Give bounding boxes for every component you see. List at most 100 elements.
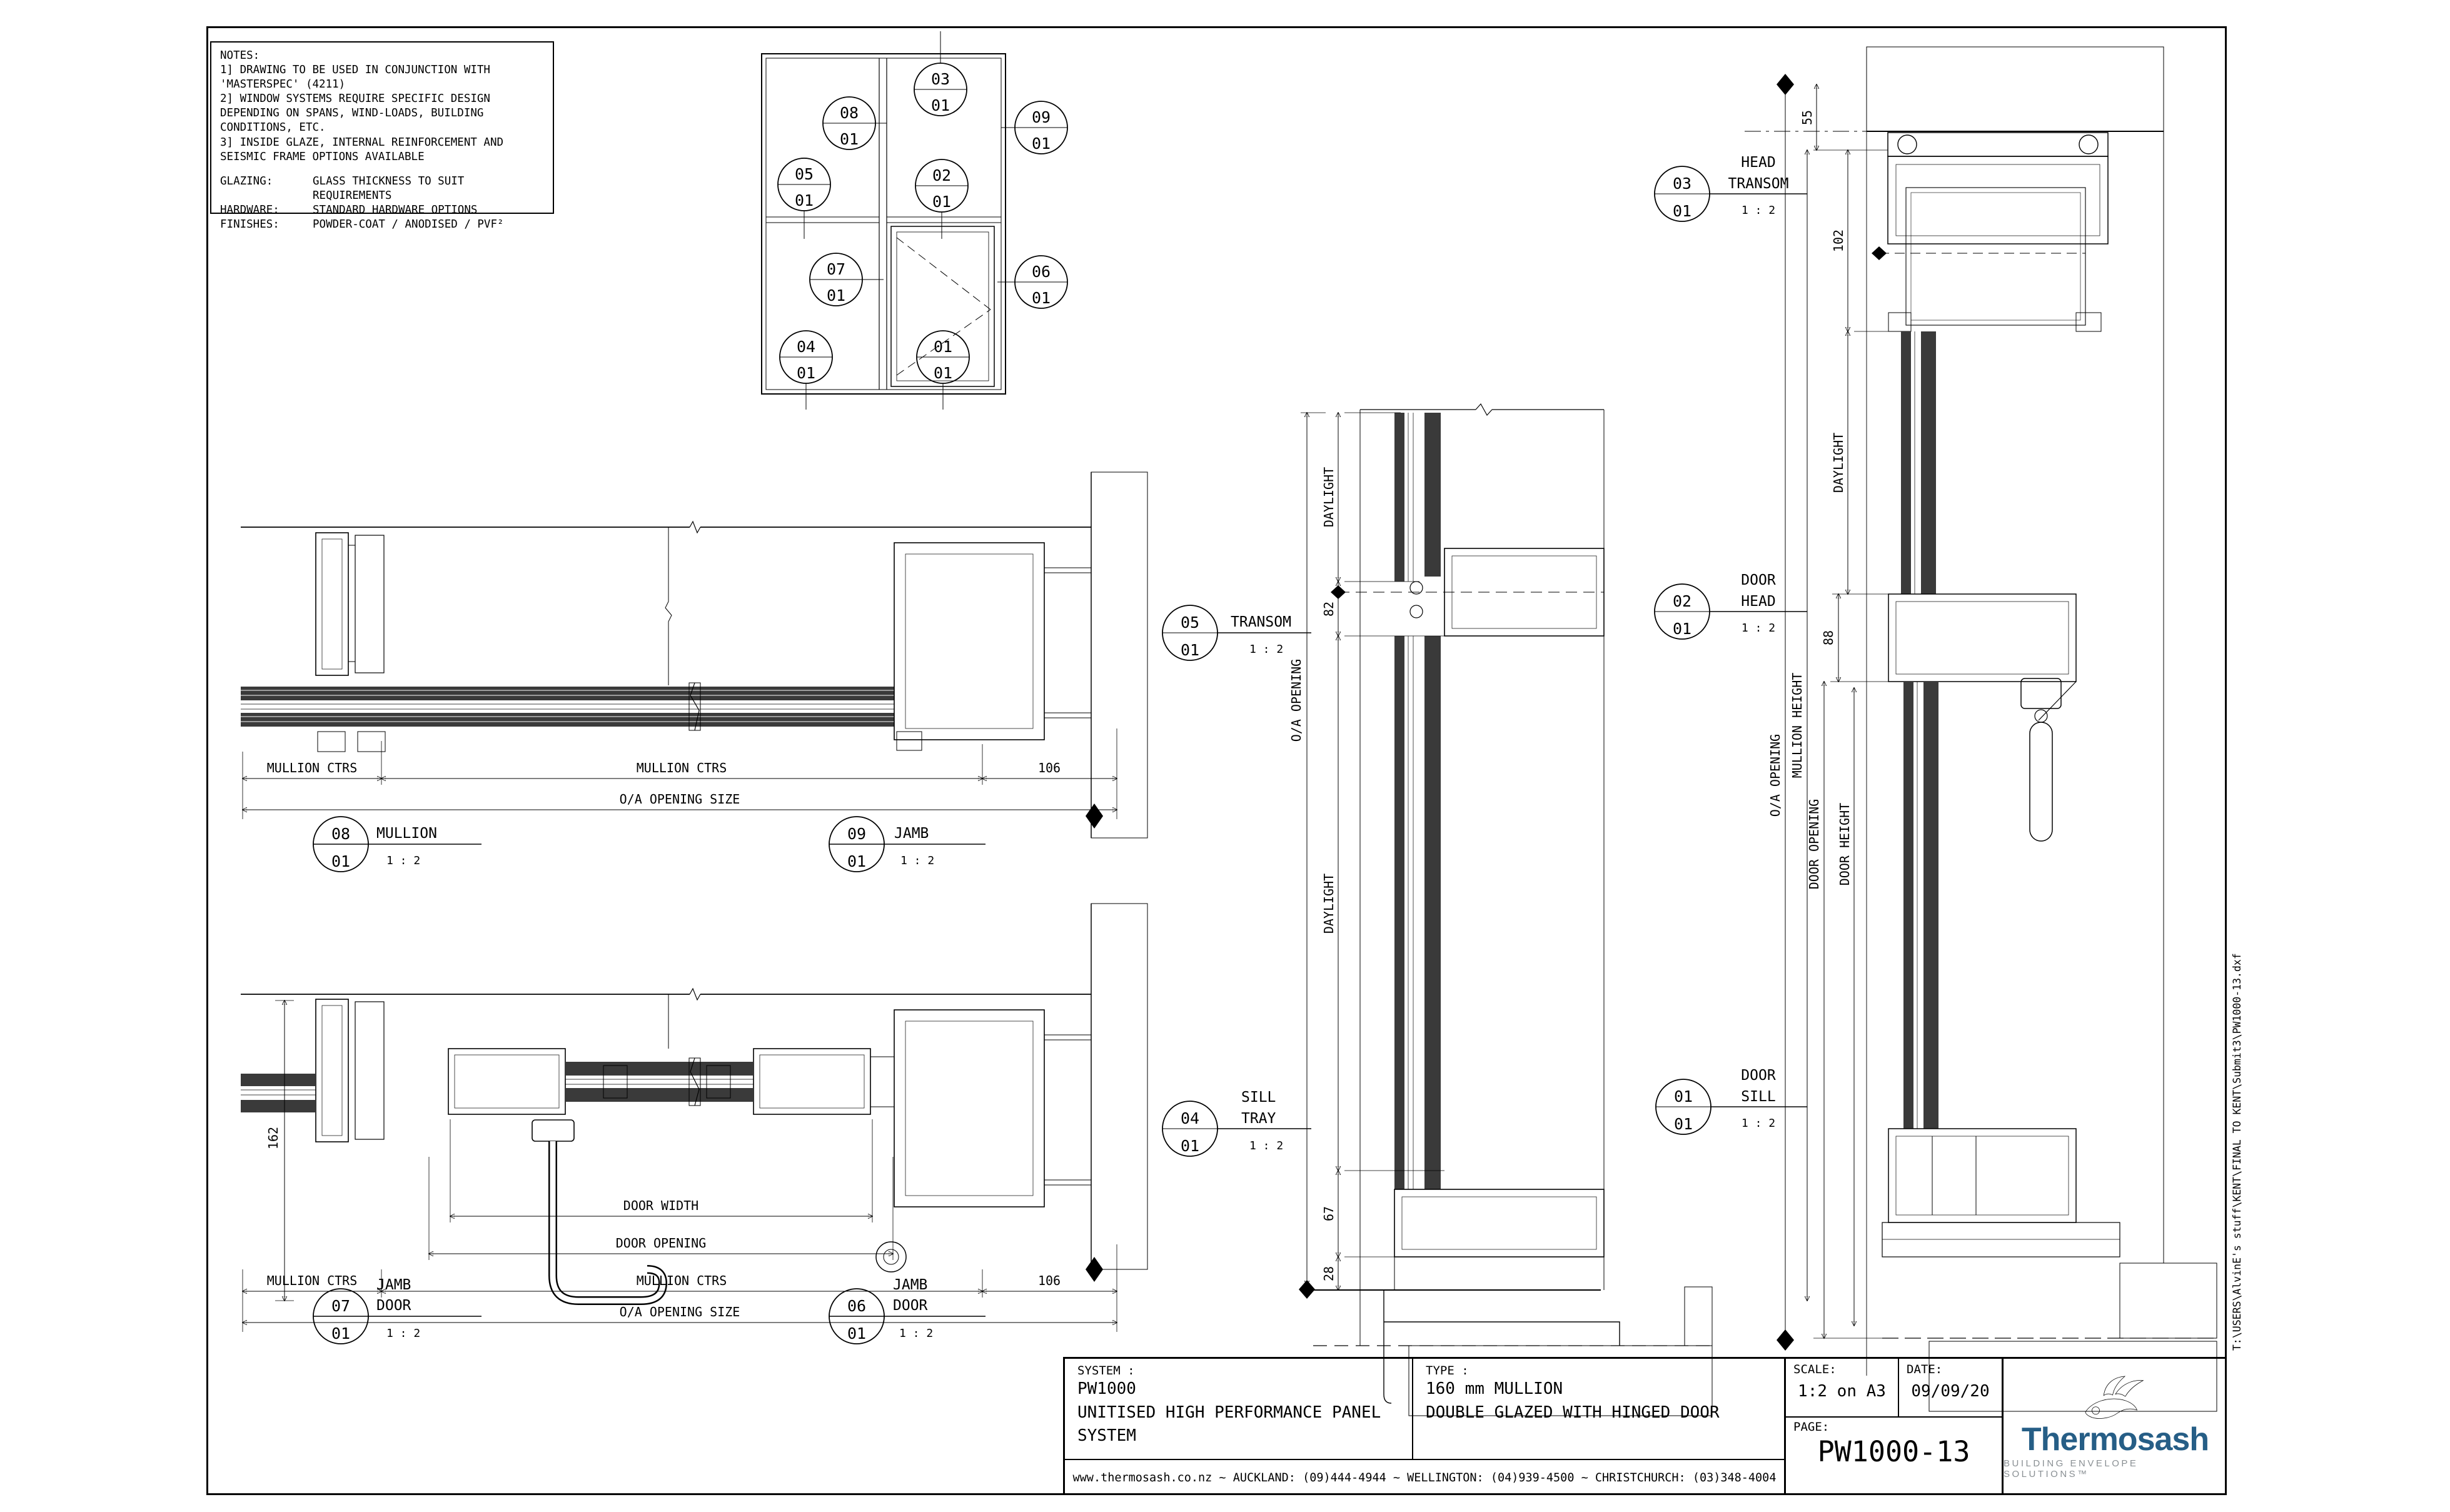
type-value-1: 160 mm MULLION <box>1426 1379 1563 1398</box>
svg-text:01: 01 <box>1032 289 1051 307</box>
glazing-unit <box>241 682 894 731</box>
plan-detail-jamb-door: 162 DOOR WIDTH DOOR OPENING MULLION CTRS… <box>241 903 1148 1344</box>
plan-detail-mullion-jamb: MULLION CTRS MULLION CTRS 106 O/A OPENIN… <box>241 471 1148 872</box>
head-transom-profile <box>1872 132 2109 332</box>
callout-08-mullion: 08 01 MULLION 1 : 2 <box>313 816 481 872</box>
extension-lines <box>1301 412 1444 1257</box>
title-block-logo-cell: Thermosash BUILDING ENVELOPE SOLUTIONS™ <box>2002 1359 2227 1495</box>
dim-door-opening: DOOR OPENING <box>1807 799 1822 890</box>
key-callout-03: 03 01 <box>914 31 967 116</box>
glazing-door <box>1903 682 1938 1129</box>
svg-text:1 : 2: 1 : 2 <box>1742 1117 1775 1130</box>
svg-text:MULLION: MULLION <box>376 825 437 842</box>
svg-text:SILL: SILL <box>1741 1089 1775 1105</box>
dim-106: 106 <box>1038 1273 1061 1288</box>
thermosash-logo-text: Thermosash <box>2021 1421 2209 1458</box>
svg-text:DOOR: DOOR <box>893 1298 928 1314</box>
sill-tray <box>1313 1257 1620 1404</box>
callout-03-head-transom: 03 01 HEAD TRANSOM 1 : 2 <box>1654 154 1807 222</box>
dim-162-group: 162 <box>266 1000 294 1301</box>
dim-88: 88 <box>1821 630 1836 645</box>
key-callout-07: 07 01 <box>809 253 884 306</box>
door-handle <box>2020 678 2062 842</box>
svg-text:01: 01 <box>827 286 845 305</box>
scale-label: SCALE: <box>1793 1363 1837 1376</box>
thermosash-tagline: BUILDING ENVELOPE SOLUTIONS™ <box>2004 1458 2139 1479</box>
svg-text:1 : 2: 1 : 2 <box>1742 622 1775 635</box>
dim-82: 82 <box>1321 602 1336 617</box>
svg-text:01: 01 <box>1673 202 1691 220</box>
door-sill-profile <box>1882 1128 2120 1257</box>
svg-text:1 : 2: 1 : 2 <box>386 1327 420 1340</box>
notes-title: NOTES: <box>220 49 260 62</box>
sill-frame <box>1394 1189 1605 1257</box>
key-callout-04: 04 01 <box>779 330 833 410</box>
dim-106: 106 <box>1038 760 1061 775</box>
page-number: PW1000-13 <box>1817 1435 1970 1468</box>
dim-28: 28 <box>1321 1266 1336 1281</box>
svg-text:1 : 2: 1 : 2 <box>1742 204 1775 217</box>
glazing-upper <box>1901 331 1936 594</box>
svg-text:1 : 2: 1 : 2 <box>899 1327 933 1340</box>
slab-hatch <box>1745 46 2164 132</box>
notes-glazing-row: GLAZING: GLASS THICKNESS TO SUIT REQUIRE… <box>220 174 544 203</box>
notes-hardware-row: HARDWARE: STANDARD HARDWARE OPTIONS <box>220 203 544 218</box>
svg-text:03: 03 <box>931 70 950 88</box>
svg-text:02: 02 <box>1673 592 1691 610</box>
glazing-lower <box>1394 636 1441 1189</box>
glazing-upper <box>1394 413 1441 582</box>
wall-hatch <box>1091 471 1148 839</box>
title-block-system-cell: SYSTEM : PW1000 UNITISED HIGH PERFORMANC… <box>1065 1359 1412 1459</box>
notes-line-1: 1] DRAWING TO BE USED IN CONJUNCTION WIT… <box>220 64 490 91</box>
dim-door-opening: DOOR OPENING <box>616 1236 707 1251</box>
notes-box: NOTES: 1] DRAWING TO BE USED IN CONJUNCT… <box>210 41 554 231</box>
svg-text:01: 01 <box>797 364 815 382</box>
section-head-door: O/A OPENING MULLION HEIGHT 55 102 DAYLIG… <box>1654 46 2217 1412</box>
section-marker-diamond <box>1086 1257 1103 1282</box>
mullion-profile <box>315 532 386 752</box>
section-transom-sill: O/A OPENING DAYLIGHT 82 DAYLIGHT 67 28 0… <box>1162 403 1713 1416</box>
notes-line-2: 2] WINDOW SYSTEMS REQUIRE SPECIFIC DESIG… <box>220 93 490 134</box>
svg-text:09: 09 <box>847 825 866 843</box>
callout-02-door-head: 02 01 DOOR HEAD 1 : 2 <box>1654 572 1807 640</box>
title-block-scale-cell: SCALE: 1:2 on A3 <box>1784 1359 1898 1416</box>
title-block-contact: www.thermosash.co.nz ~ AUCKLAND: (09)444… <box>1065 1459 1784 1495</box>
extension-lines <box>1813 149 1901 1339</box>
svg-text:01: 01 <box>931 96 950 114</box>
thermosash-bird-icon <box>2085 1376 2144 1419</box>
dim-daylight-lower: DAYLIGHT <box>1321 874 1336 934</box>
svg-text:DOOR: DOOR <box>376 1298 411 1314</box>
key-callout-09: 09 01 <box>1001 101 1068 154</box>
floor-hatch <box>1882 1263 2217 1412</box>
svg-text:07: 07 <box>827 260 845 278</box>
section-marker-diamond <box>1299 1280 1315 1299</box>
dim-oa-opening-size: O/A OPENING SIZE <box>620 792 740 807</box>
key-plan-door <box>890 226 995 387</box>
svg-text:DOOR: DOOR <box>1741 1067 1776 1084</box>
svg-text:01: 01 <box>1674 1115 1693 1133</box>
svg-text:01: 01 <box>331 852 350 870</box>
section-marker-diamond-top <box>1777 74 1794 95</box>
svg-text:09: 09 <box>1032 108 1051 126</box>
dim-door-width: DOOR WIDTH <box>623 1198 698 1213</box>
dim-55: 55 <box>1800 110 1815 125</box>
svg-text:TRAY: TRAY <box>1241 1111 1276 1127</box>
notes-line-3: 3] INSIDE GLAZE, INTERNAL REINFORCEMENT … <box>220 136 504 163</box>
key-callout-01: 01 01 <box>916 330 970 410</box>
dim-daylight-upper: DAYLIGHT <box>1321 467 1336 527</box>
svg-text:01: 01 <box>847 852 866 870</box>
svg-text:01: 01 <box>1032 134 1051 153</box>
dim-mullion-height: MULLION HEIGHT <box>1790 673 1805 779</box>
svg-text:01: 01 <box>331 1324 350 1343</box>
svg-text:05: 05 <box>795 165 814 183</box>
svg-text:01: 01 <box>934 364 952 382</box>
dim-mullion-ctrs-2: MULLION CTRS <box>637 1273 727 1288</box>
glazing-value: GLASS THICKNESS TO SUIT REQUIREMENTS <box>313 174 465 202</box>
system-label: SYSTEM : <box>1077 1364 1135 1378</box>
svg-text:JAMB: JAMB <box>376 1277 411 1293</box>
section-marker-diamond-bottom <box>1777 1329 1794 1351</box>
dim-oa-opening: O/A OPENING <box>1768 734 1783 817</box>
svg-text:08: 08 <box>331 825 350 843</box>
type-label: TYPE : <box>1426 1364 1469 1378</box>
